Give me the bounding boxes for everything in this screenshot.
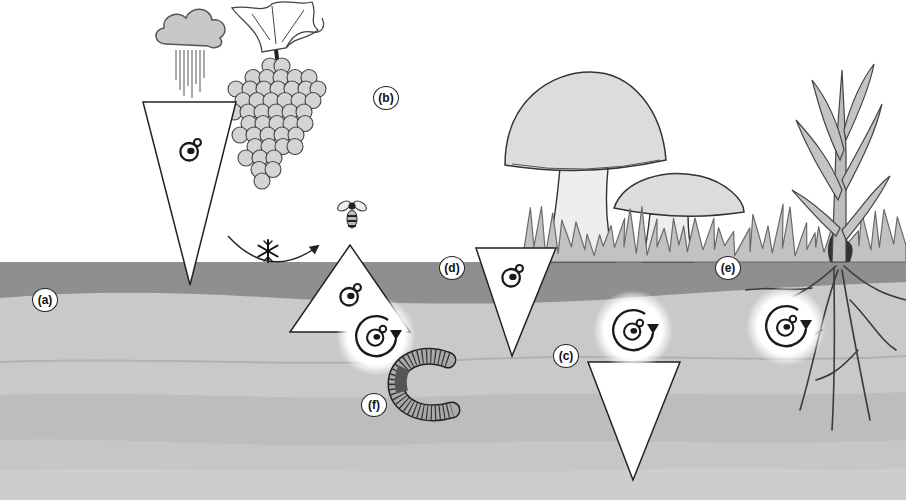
rain-cloud-part-part — [176, 50, 177, 80]
plant-part-part — [832, 268, 835, 430]
bee-insect-part — [349, 203, 356, 210]
rain-cloud-part-part — [200, 50, 201, 92]
habitat-triangle-part — [476, 248, 556, 356]
rain-cloud-part-part — [188, 50, 189, 86]
callout-label: (a) — [32, 288, 58, 312]
bee-insect-part — [348, 225, 356, 227]
callout-label: (e) — [715, 256, 741, 280]
plant-part-part — [792, 190, 840, 236]
callout-label: (d) — [439, 256, 465, 280]
snowflake-symbol-part — [259, 246, 278, 257]
grape-bunch-part — [254, 173, 270, 189]
plant-part — [746, 266, 906, 430]
earthworm-part — [396, 356, 452, 412]
habitat-triangle-part — [588, 362, 680, 480]
plant-part-part — [842, 270, 870, 420]
bee-insect-part — [347, 220, 357, 222]
mushrooms-part — [505, 72, 666, 170]
grape-bunch-part — [232, 2, 318, 52]
plant-part — [792, 64, 890, 240]
cycling-yeast — [593, 290, 673, 370]
plant-part-part — [844, 266, 906, 300]
grape-bunch-part — [287, 139, 303, 155]
plant-part-part — [850, 300, 896, 350]
rain-cloud-part-part — [192, 50, 193, 98]
callout-label: (c) — [553, 344, 579, 368]
plant-part-part — [812, 80, 844, 160]
earthworm-part — [396, 356, 452, 412]
bee-insect-part — [347, 215, 357, 217]
soil-layers-part — [0, 468, 906, 500]
grape-bunch-part — [286, 18, 324, 48]
grape-bunch — [226, 2, 326, 189]
plant-part-part — [844, 64, 874, 140]
habitat-triangle-part — [502, 265, 523, 286]
cycling-yeast — [746, 286, 826, 366]
habitat-triangle-part — [143, 102, 236, 285]
mushrooms-part — [512, 160, 660, 169]
soil-layers-part — [0, 262, 906, 500]
grape-bunch-part — [252, 6, 304, 44]
habitat-triangle — [588, 362, 680, 480]
mushrooms-part — [614, 174, 744, 217]
snowflake-symbol-part — [264, 241, 272, 261]
soil-layers-part — [0, 439, 906, 500]
earthworm — [396, 356, 452, 412]
habitat-triangle — [476, 248, 556, 356]
rain-cloud-part-part — [196, 50, 197, 84]
plant-part-part — [842, 176, 890, 240]
habitat-triangle-part — [180, 139, 201, 160]
habitat-triangle — [143, 102, 236, 285]
soil-layers — [0, 262, 906, 500]
plant — [746, 64, 906, 430]
rain-cloud-part — [156, 9, 225, 47]
transfer-arrow — [228, 236, 318, 262]
rain-cloud-part — [176, 50, 204, 98]
rain-cloud — [156, 9, 225, 98]
rain-cloud-part-part — [180, 50, 181, 90]
callout-label: (f) — [361, 393, 387, 417]
callout-label: (b) — [373, 86, 399, 110]
earthworm-part — [396, 356, 452, 412]
plant-part-part — [816, 350, 858, 380]
earthworm-part — [401, 368, 404, 392]
bee-insect-part — [347, 210, 357, 228]
rain-cloud-part-part — [184, 50, 185, 96]
snowflake-symbol-part — [259, 246, 278, 257]
bee-insect — [336, 199, 368, 228]
rain-cloud-part-part — [204, 50, 205, 78]
